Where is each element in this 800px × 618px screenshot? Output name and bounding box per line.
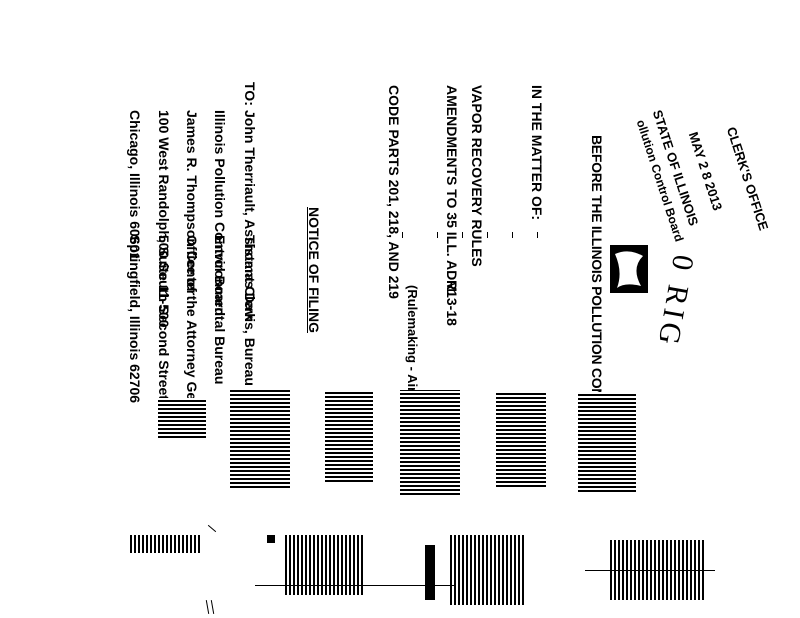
scan-mark <box>205 600 210 614</box>
scan-mark <box>207 524 217 533</box>
seal-logo <box>610 245 648 293</box>
bracket-tick <box>462 232 463 238</box>
scan-line <box>255 585 455 586</box>
in-the-matter: IN THE MATTER OF: <box>529 85 545 221</box>
docket-note: (Rulemaking - Air) <box>405 285 420 397</box>
illegible-text-line <box>496 392 546 487</box>
illegible-text-line <box>158 398 206 438</box>
caption-line-3: CODE PARTS 201, 218, AND 219 <box>386 85 402 299</box>
scan-line <box>585 570 715 571</box>
bracket-tick <box>512 232 513 238</box>
docket-number: R13-18 <box>444 280 460 326</box>
bracket-tick <box>537 232 538 238</box>
illegible-block <box>450 535 525 605</box>
clerk-stamp: CLERK'S OFFICE <box>724 125 772 232</box>
illegible-block <box>130 535 200 553</box>
scan-mark <box>267 535 275 543</box>
scan-mark <box>210 600 215 614</box>
to-label: TO: <box>242 82 258 106</box>
bracket-tick <box>487 232 488 238</box>
original-stamp: 0 RIG <box>651 252 700 351</box>
illegible-block <box>285 535 365 595</box>
service-right-2: Environmental Bureau <box>212 235 228 385</box>
caption-line-1: VAPOR RECOVERY RULES <box>469 85 485 267</box>
service-right-4: 500 South Second Street <box>156 235 172 400</box>
caption-line-2: AMENDMENTS TO 35 ILL. ADM. <box>444 85 460 296</box>
scan-mark <box>425 545 435 600</box>
illegible-text-line <box>325 392 373 482</box>
illegible-text-line <box>578 392 636 492</box>
bracket-tick <box>437 232 438 238</box>
stamp-office: CLERK'S OFFICE <box>723 125 772 233</box>
illegible-text-line <box>230 390 290 488</box>
notice-heading: NOTICE OF FILING <box>306 207 322 333</box>
illegible-text-line <box>400 390 460 495</box>
bracket-tick <box>402 232 403 238</box>
service-right-5: Springfield, Illinois 62706 <box>127 235 143 404</box>
